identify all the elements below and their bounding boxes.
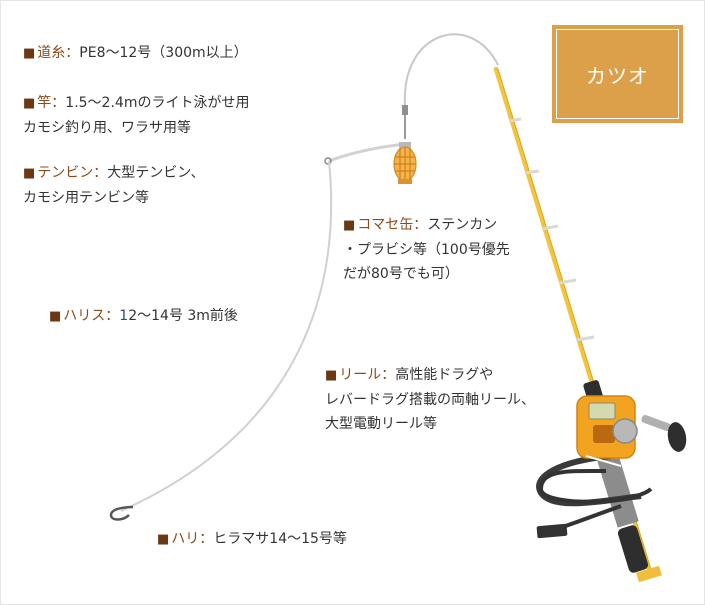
label-tenbin: ■テンビン：大型テンビン、 カモシ用テンビン等 xyxy=(23,161,204,210)
label-value: ステンカン xyxy=(427,217,498,233)
label-line-2: ・プラビシ等（100号優先 xyxy=(343,242,510,258)
label-michiito: ■道糸：PE8～12号（300m以上） xyxy=(23,41,248,66)
label-key: ハリ： xyxy=(171,531,214,547)
label-value: PE8～12号（300m以上） xyxy=(79,45,248,61)
hook-icon xyxy=(109,505,134,521)
label-key: 竿： xyxy=(37,95,66,111)
swivel-icon xyxy=(402,105,408,115)
fish-title-box: カツオ xyxy=(552,25,683,123)
bullet-icon: ■ xyxy=(23,166,36,181)
bullet-icon: ■ xyxy=(23,46,36,61)
electric-reel-icon xyxy=(536,395,687,539)
tenbin-arm xyxy=(328,142,406,163)
label-key: リール： xyxy=(339,367,396,383)
label-komase: ■コマセ缶：ステンカン ・プラビシ等（100号優先 だが80号でも可） xyxy=(343,213,510,286)
bullet-icon: ■ xyxy=(157,532,170,547)
bullet-icon: ■ xyxy=(49,309,62,324)
label-value: 高性能ドラグや xyxy=(395,367,494,383)
label-sao: ■竿：1.5～2.4mのライト泳がせ用 カモシ釣り用、ワラサ用等 xyxy=(23,91,249,140)
label-value: 大型テンビン、 xyxy=(107,165,205,181)
label-key: テンビン： xyxy=(37,165,108,181)
label-line-2: レバードラグ搭載の両軸リール、 xyxy=(325,392,535,408)
tenbin-eye-icon xyxy=(324,157,332,165)
label-line-3: 大型電動リール等 xyxy=(325,416,437,432)
title-inner-border: カツオ xyxy=(556,29,679,119)
label-key: コマセ缶： xyxy=(357,217,428,233)
label-harisu: ■ハリス：12～14号 3m前後 xyxy=(49,304,238,329)
harisu-line xyxy=(120,160,333,512)
label-line-3: だが80号でも可） xyxy=(343,266,459,282)
main-line xyxy=(403,33,499,106)
label-value: 2～14号 3m前後 xyxy=(128,308,238,324)
label-reel: ■リール：高性能ドラグや レバードラグ搭載の両軸リール、 大型電動リール等 xyxy=(325,363,535,436)
bullet-icon: ■ xyxy=(343,218,356,233)
rod-icon xyxy=(493,66,662,583)
label-key: 道糸： xyxy=(37,45,80,61)
bullet-icon: ■ xyxy=(23,96,36,111)
label-line-2: カモシ釣り用、ワラサ用等 xyxy=(23,120,191,136)
label-value: ヒラマサ14～15号等 xyxy=(213,531,347,547)
title-text: カツオ xyxy=(586,63,649,88)
label-value: 1.5～2.4mのライト泳がせ用 xyxy=(65,95,250,111)
label-value-num: 1 xyxy=(119,308,129,324)
label-hari: ■ハリ：ヒラマサ14～15号等 xyxy=(157,527,347,552)
label-key: ハリス： xyxy=(63,308,120,324)
bullet-icon: ■ xyxy=(325,368,338,383)
label-line-2: カモシ用テンビン等 xyxy=(23,190,149,206)
komase-cage-icon xyxy=(393,142,417,184)
